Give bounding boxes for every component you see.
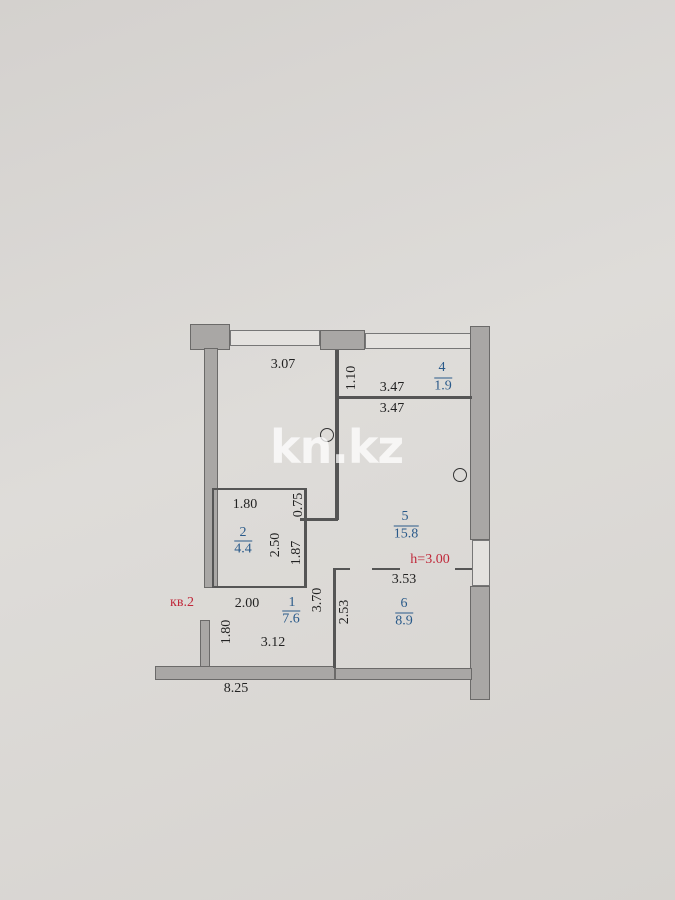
window-right [472, 540, 490, 586]
room-number: 1 [288, 595, 296, 610]
room-area: 8.9 [395, 612, 413, 629]
partition-room6-top [372, 568, 400, 570]
room-area: 15.8 [393, 525, 419, 542]
partition-room6-top [455, 568, 472, 570]
dim: 3.47 [379, 380, 405, 395]
apartment-label: кв.2 [170, 595, 194, 610]
room2-wall [304, 488, 307, 588]
dim: 2.50 [268, 532, 283, 558]
dim: 2.00 [234, 596, 260, 611]
dim: 3.70 [310, 587, 325, 613]
wall-top-mid [320, 330, 365, 350]
room-number: 2 [239, 525, 247, 540]
window-top-right [365, 333, 472, 349]
room-area: 1.9 [434, 377, 452, 394]
partition-horizontal [300, 518, 338, 521]
dim: 1.10 [344, 365, 359, 391]
room-number: 6 [400, 596, 408, 611]
watermark: kn.kz [270, 420, 404, 474]
dim: 2.53 [337, 599, 352, 625]
room-area: 7.6 [282, 610, 300, 627]
drain-icon [320, 428, 334, 442]
dim: 3.07 [270, 357, 296, 372]
dim: 1.80 [232, 497, 258, 512]
wall-top-left [190, 324, 230, 350]
dim: 3.53 [391, 572, 417, 587]
room-number: 5 [401, 509, 409, 524]
wall-right [470, 326, 490, 540]
dim: 3.12 [260, 635, 286, 650]
partition-vertical-upper [335, 350, 339, 520]
dim: 8.25 [223, 681, 249, 696]
wall-bottom-right [335, 668, 472, 680]
dim: 0.75 [291, 492, 306, 518]
room-number: 4 [438, 360, 446, 375]
partition-room6 [333, 568, 336, 668]
wall-left-lower [200, 620, 210, 668]
partition-room4 [338, 396, 472, 399]
dim: 3.47 [379, 401, 405, 416]
wall-left [204, 348, 218, 588]
drain-icon [453, 468, 467, 482]
dim: 1.87 [289, 540, 304, 566]
partition-room6-top [335, 568, 350, 570]
room2-wall [212, 586, 307, 588]
dim: 1.80 [219, 619, 234, 645]
wall-bottom [155, 666, 335, 680]
ceiling-height: h=3.00 [410, 552, 450, 567]
room2-wall [212, 488, 307, 490]
wall-right-lower [470, 586, 490, 700]
room-area: 4.4 [234, 540, 252, 557]
window-top-left [230, 330, 320, 346]
room2-wall [212, 488, 214, 588]
